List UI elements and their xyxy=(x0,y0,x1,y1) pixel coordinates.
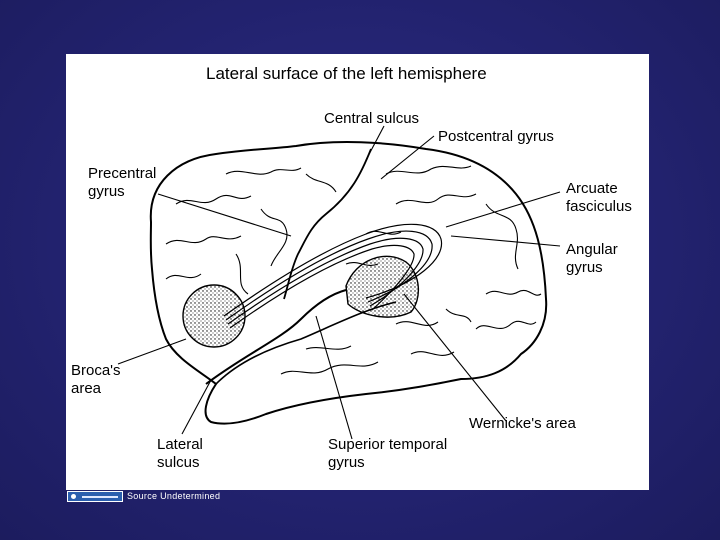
brain-diagram xyxy=(117,125,561,440)
gyri-pattern xyxy=(165,165,542,375)
lateral-sulcus-line xyxy=(205,289,347,385)
leader-lines xyxy=(117,125,561,440)
lateral-sulcus-leader xyxy=(181,379,212,435)
logo-wordmark-graphic xyxy=(82,496,118,498)
superior-temporal-gyrus-leader xyxy=(315,315,353,440)
label-brocas-area-line1: Broca's xyxy=(71,362,121,379)
label-angular-gyrus-line1: Angular xyxy=(566,241,618,258)
central-sulcus-leader xyxy=(365,125,385,161)
label-arcuate-fasciculus-line1: Arcuate xyxy=(566,180,618,197)
label-postcentral-gyrus: Postcentral gyrus xyxy=(438,128,554,145)
arcuate-fasciculus-bundle xyxy=(223,223,443,329)
brocas-area-region xyxy=(182,284,246,348)
footer-logo xyxy=(67,491,123,502)
label-precentral-gyrus-line1: Precentral xyxy=(88,165,157,182)
logo-mark-icon xyxy=(71,494,76,499)
arcuate-fasciculus-leader xyxy=(445,191,561,228)
wernickes-area-region xyxy=(345,255,419,318)
diagram-title: Lateral surface of the left hemisphere xyxy=(206,64,487,83)
label-central-sulcus: Central sulcus xyxy=(324,110,420,127)
figure-panel: Lateral surface of the left hemisphere C… xyxy=(66,54,649,490)
brocas-area-leader xyxy=(117,338,187,365)
label-angular-gyrus-line2: gyrus xyxy=(566,259,603,276)
source-credit: Source Undetermined xyxy=(127,491,221,501)
angular-gyrus-leader xyxy=(450,235,561,247)
label-brocas-area-line2: area xyxy=(71,380,102,397)
label-superior-temporal-gyrus-line1: Superior temporal xyxy=(328,436,448,453)
label-lateral-sulcus-line1: Lateral xyxy=(157,436,203,453)
central-sulcus-line xyxy=(283,148,372,300)
label-arcuate-fasciculus-line2: fasciculus xyxy=(566,198,632,215)
label-precentral-gyrus-line2: gyrus xyxy=(88,183,125,200)
label-superior-temporal-gyrus-line2: gyrus xyxy=(328,454,365,471)
label-wernickes-area: Wernicke's area xyxy=(469,415,576,432)
wernickes-area-leader xyxy=(403,293,507,422)
postcentral-gyrus-leader xyxy=(380,135,435,180)
precentral-gyrus-leader xyxy=(157,193,292,237)
label-lateral-sulcus-line2: sulcus xyxy=(157,454,200,471)
